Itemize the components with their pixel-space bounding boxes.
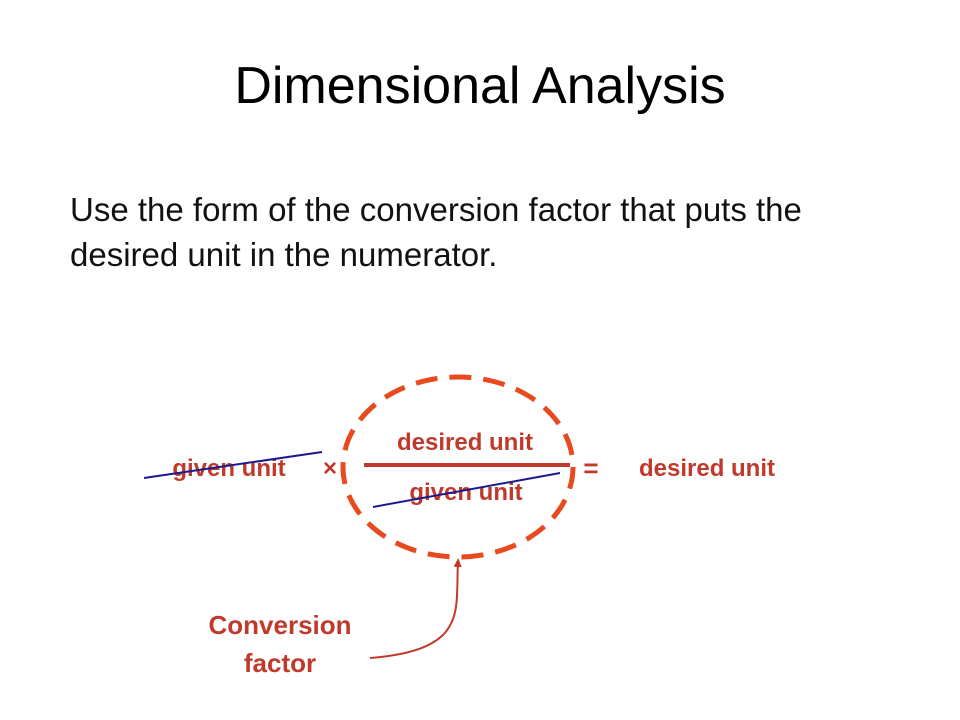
callout-arrow [369,558,462,659]
numerator-desired-unit: desired unit [397,429,533,456]
equals-sign: = [583,453,598,483]
result-desired-unit: desired unit [639,455,775,482]
slide-title: Dimensional Analysis [234,57,726,115]
conversion-factor-ellipse [340,374,576,560]
callout-factor: factor [244,648,316,678]
callout-conversion: Conversion [208,610,351,640]
slide-body-text: Use the form of the conversion factor th… [70,191,802,273]
left-cancel-line [143,451,323,479]
denominator-cancel-line [372,472,561,508]
multiply-sign: × [323,455,337,482]
